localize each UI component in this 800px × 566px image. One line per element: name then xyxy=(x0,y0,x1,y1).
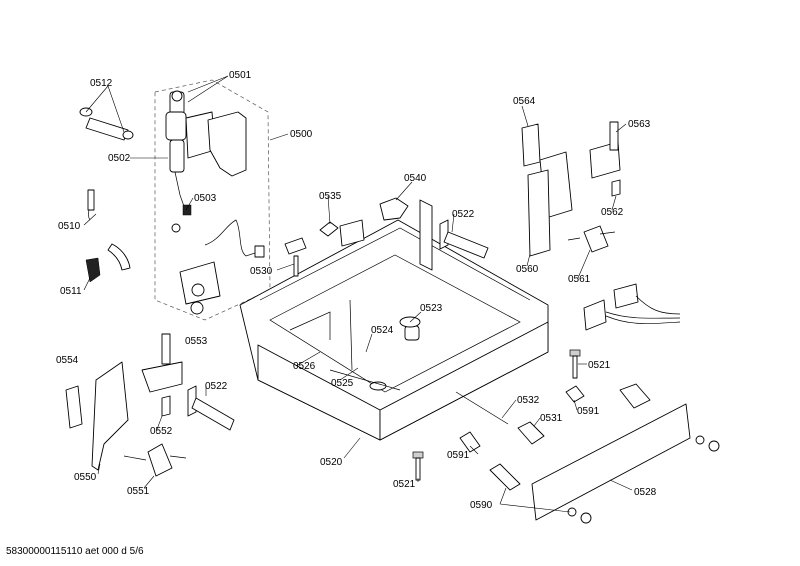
label-0591-lower: 0591 xyxy=(447,450,470,461)
label-0502: 0502 xyxy=(108,153,131,164)
hose-0512 xyxy=(79,107,134,141)
label-0503: 0503 xyxy=(194,193,217,204)
part-labels: 0501 0512 0500 0502 0503 0510 0511 0535 … xyxy=(56,70,657,511)
label-0563: 0563 xyxy=(628,119,651,130)
bracket-group-right xyxy=(521,121,621,257)
label-0531: 0531 xyxy=(540,413,563,424)
label-0524: 0524 xyxy=(371,325,394,336)
label-0526: 0526 xyxy=(293,361,316,372)
heater-0522-lower xyxy=(187,385,235,431)
label-0521-lower: 0521 xyxy=(393,479,416,490)
heater-0522-upper xyxy=(439,219,489,259)
label-0554: 0554 xyxy=(56,355,79,366)
label-0528: 0528 xyxy=(634,487,657,498)
bracket-group-left xyxy=(65,333,187,477)
label-0520: 0520 xyxy=(320,457,343,468)
label-0552: 0552 xyxy=(150,426,173,437)
label-0551: 0551 xyxy=(127,486,150,497)
label-0522-upper: 0522 xyxy=(452,209,475,220)
label-0553: 0553 xyxy=(185,336,208,347)
label-0523: 0523 xyxy=(420,303,443,314)
label-0521-right: 0521 xyxy=(588,360,611,371)
label-0512: 0512 xyxy=(90,78,113,89)
label-0535: 0535 xyxy=(319,191,342,202)
drawing-reference: 58300000115110 aet 000 d 5/6 xyxy=(6,546,144,557)
label-0532: 0532 xyxy=(517,395,540,406)
label-0591-upper: 0591 xyxy=(577,406,600,417)
label-0550: 0550 xyxy=(74,472,97,483)
label-0562: 0562 xyxy=(601,207,624,218)
label-0590: 0590 xyxy=(470,500,493,511)
rod-and-plug xyxy=(455,391,545,445)
label-0564: 0564 xyxy=(513,96,536,107)
float-switch-parts xyxy=(284,197,409,277)
bracket-0590 xyxy=(489,383,651,491)
label-0510: 0510 xyxy=(58,221,81,232)
label-0501: 0501 xyxy=(229,70,252,81)
label-0525: 0525 xyxy=(331,378,354,389)
label-0500: 0500 xyxy=(290,129,313,140)
label-0511: 0511 xyxy=(60,286,82,297)
label-0522-lower: 0522 xyxy=(205,381,228,392)
sump-pump-assembly xyxy=(165,90,265,315)
base-tub-0520 xyxy=(239,199,549,441)
label-0530: 0530 xyxy=(250,266,273,277)
spring-hose-0510 xyxy=(85,189,131,283)
label-0540: 0540 xyxy=(404,173,427,184)
label-0561: 0561 xyxy=(568,274,591,285)
wiring-loom xyxy=(583,283,681,331)
leader-lines xyxy=(83,75,633,513)
assembly-0500-outline xyxy=(154,79,271,321)
screws xyxy=(412,349,720,524)
label-0560: 0560 xyxy=(516,264,539,275)
